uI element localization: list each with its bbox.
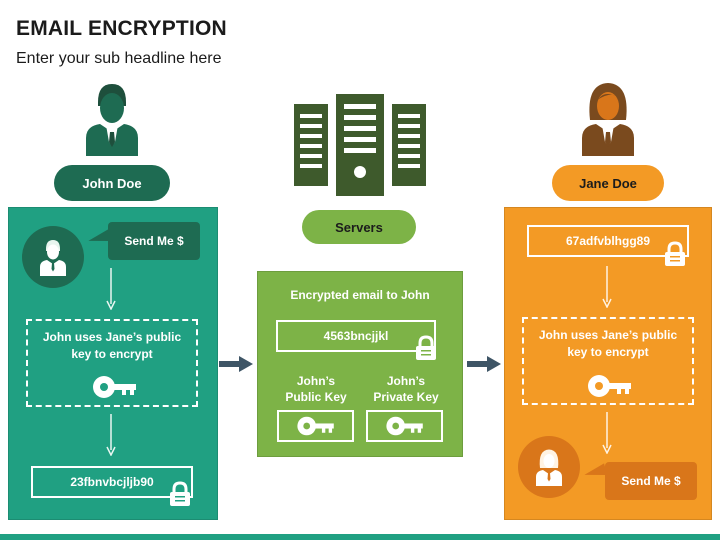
sender-name: John Doe [82, 175, 142, 191]
sender-ciphertext: 23fbnvbcjljb90 [70, 475, 154, 489]
key-icon [296, 416, 334, 436]
public-key-box [277, 410, 354, 442]
arrow-down-icon [600, 412, 614, 454]
server-panel [257, 271, 463, 457]
lock-icon [168, 481, 192, 507]
arrow-right-icon [467, 356, 501, 372]
arrow-down-icon [104, 268, 118, 310]
key-icon [385, 416, 423, 436]
sender-step-box: John uses Jane’s public key to encrypt [26, 319, 198, 407]
sender-step-text: John uses Jane’s public key to encrypt [42, 330, 182, 361]
page-subtitle: Enter your sub headline here [16, 50, 222, 67]
receiver-step-box: John uses Jane’s public key to encrypt [522, 317, 694, 405]
receiver-name: Jane Doe [579, 175, 637, 191]
sender-ciphertext-box: 23fbnvbcjljb90 [31, 466, 193, 498]
server-label-badge: Servers [302, 210, 416, 244]
receiver-step-text: John uses Jane’s public key to encrypt [538, 328, 678, 359]
woman-icon [536, 449, 562, 486]
receiver-avatar [518, 436, 580, 498]
server-icon [292, 94, 428, 196]
key-icon [587, 373, 633, 399]
sender-avatar [22, 226, 84, 288]
lock-icon [414, 335, 438, 361]
receiver-message: Send Me $ [621, 474, 681, 488]
arrow-down-icon [104, 414, 118, 456]
sender-message: Send Me $ [124, 234, 184, 248]
receiver-ciphertext-box: 67adfvblhgg89 [527, 225, 689, 257]
lock-icon [663, 241, 687, 267]
man-icon [40, 240, 66, 276]
receiver-message-bubble: Send Me $ [605, 462, 697, 500]
server-ciphertext: 4563bncjjkl [323, 329, 389, 343]
server-ciphertext-box: 4563bncjjkl [276, 320, 436, 352]
page-title: EMAIL ENCRYPTION [16, 17, 227, 40]
receiver-name-badge: Jane Doe [552, 165, 664, 201]
woman-icon [580, 80, 636, 156]
private-key-box [366, 410, 443, 442]
receiver-ciphertext: 67adfvblhgg89 [565, 234, 651, 248]
server-heading: Encrypted email to John [290, 288, 430, 302]
arrow-down-icon [600, 266, 614, 308]
sender-name-badge: John Doe [54, 165, 170, 201]
key-icon [92, 374, 138, 400]
public-key-label: John’s Public Key [285, 374, 347, 404]
footer-bar [0, 534, 720, 540]
sender-message-bubble: Send Me $ [108, 222, 200, 260]
man-icon [84, 80, 140, 156]
server-label: Servers [335, 219, 383, 235]
arrow-right-icon [219, 356, 253, 372]
private-key-label: John’s Private Key [373, 374, 439, 404]
